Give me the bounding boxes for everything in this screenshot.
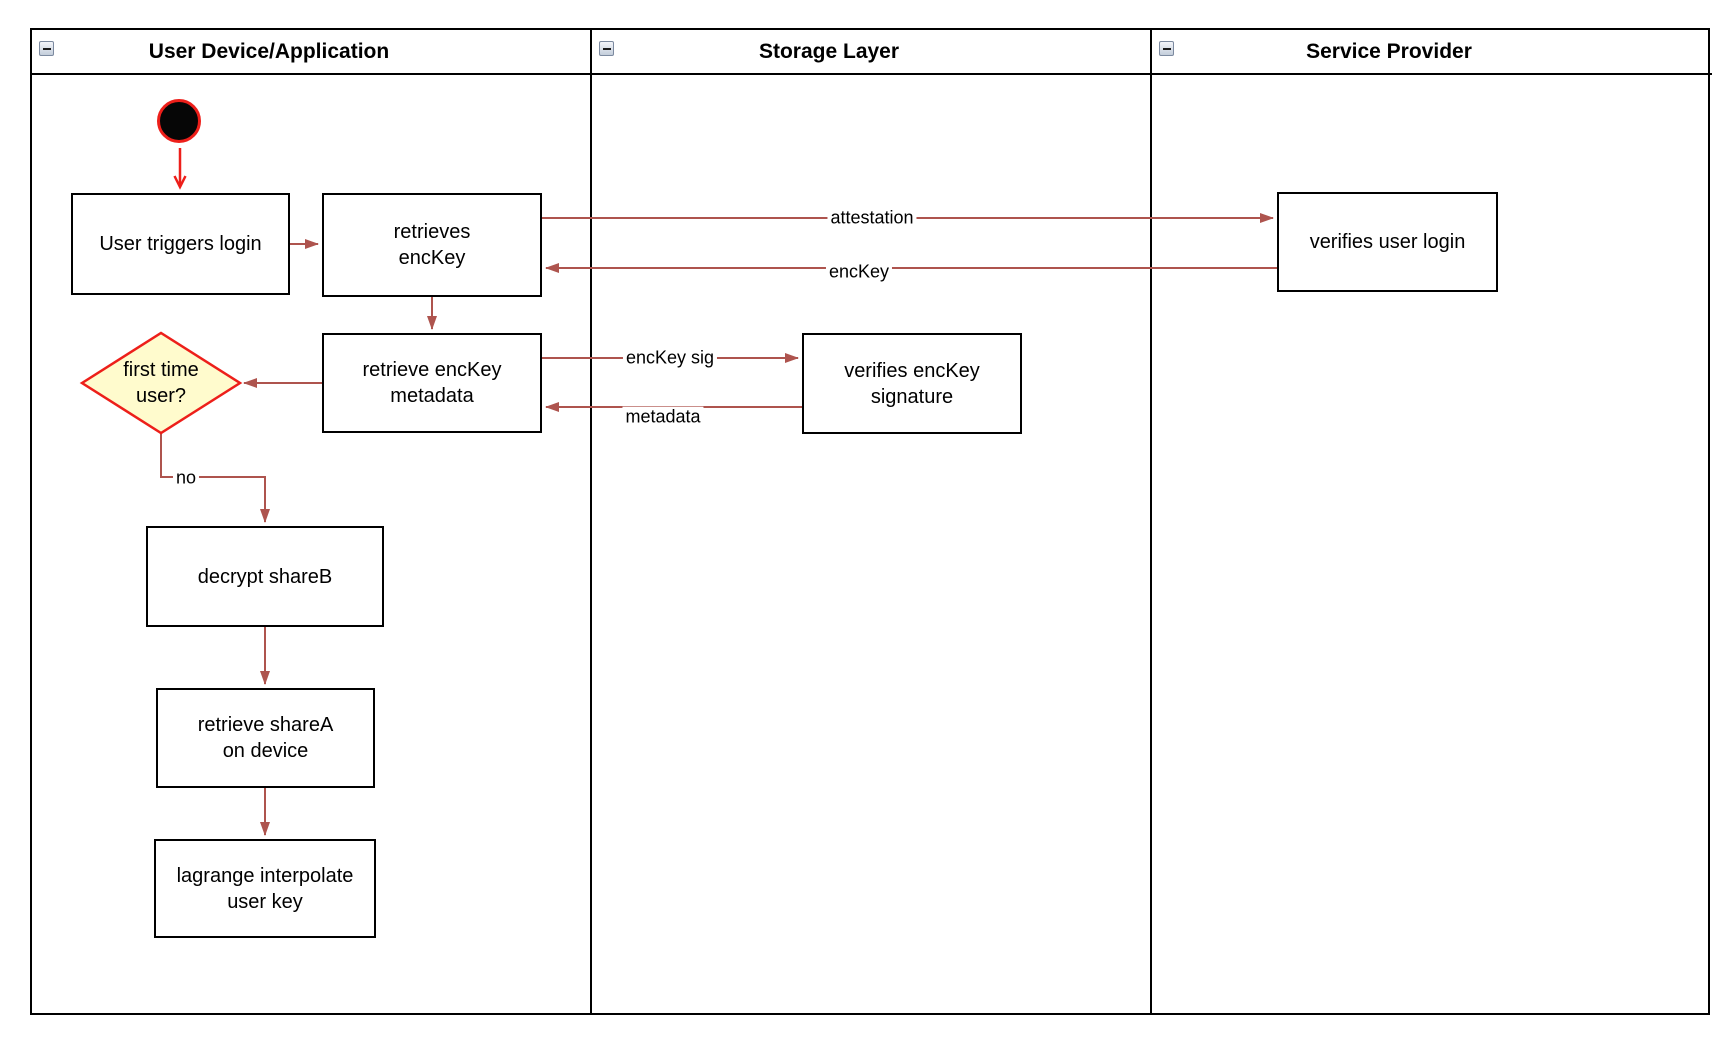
node-label: retrieves encKey — [393, 221, 471, 269]
edge-label-enckey-sig[interactable]: encKey sig — [622, 347, 718, 369]
node-label: retrieve shareA on device — [197, 714, 334, 762]
lane-title-service-provider: Service Provider — [1306, 39, 1472, 63]
node-retrieves-enckey[interactable]: retrieves encKey — [322, 193, 542, 297]
node-lagrange-interpolate[interactable]: lagrange interpolate user key — [154, 839, 376, 938]
node-label: User triggers login — [99, 233, 262, 255]
decision-diamond-shape[interactable] — [79, 331, 243, 435]
minus-icon — [602, 47, 611, 50]
collapse-lane-icon[interactable] — [599, 41, 614, 56]
node-label: verifies user login — [1309, 231, 1466, 253]
edge-label-attestation[interactable]: attestation — [827, 207, 917, 229]
node-verifies-user-login[interactable]: verifies user login — [1277, 192, 1498, 292]
initial-state-node[interactable] — [157, 99, 201, 143]
node-verifies-enckey-signature[interactable]: verifies encKey signature — [802, 333, 1022, 434]
collapse-lane-icon[interactable] — [1159, 41, 1174, 56]
lane-header-service-provider[interactable]: Service Provider — [1152, 30, 1712, 75]
edge-label-metadata[interactable]: metadata — [622, 406, 704, 428]
node-label: verifies encKey signature — [844, 359, 980, 408]
lane-title-user-device: User Device/Application — [148, 39, 390, 63]
node-decrypt-shareb[interactable]: decrypt shareB — [146, 526, 384, 627]
edge-label-no[interactable]: no — [172, 467, 200, 489]
minus-icon — [1162, 47, 1171, 50]
collapse-lane-icon[interactable] — [39, 41, 54, 56]
edge-no-branch[interactable] — [160, 433, 270, 523]
lane-title-storage-layer: Storage Layer — [758, 39, 900, 63]
node-label: lagrange interpolate user key — [176, 864, 354, 913]
lane-header-storage-layer[interactable]: Storage Layer — [592, 30, 1152, 75]
minus-icon — [42, 47, 51, 50]
edge-label-enckey[interactable]: encKey — [825, 261, 893, 283]
node-label: first time user? — [123, 359, 199, 407]
lane-divider-2 — [1150, 30, 1152, 1013]
node-retrieve-sharea[interactable]: retrieve shareA on device — [156, 688, 375, 788]
node-retrieve-enckey-metadata[interactable]: retrieve encKey metadata — [322, 333, 542, 433]
lane-header-user-device[interactable]: User Device/Application — [32, 30, 592, 75]
node-label: retrieve encKey metadata — [362, 359, 502, 407]
node-user-triggers-login[interactable]: User triggers login — [71, 193, 290, 295]
swimlane-pool: User Device/Application Storage Layer Se… — [30, 28, 1712, 1015]
lane-divider-1 — [590, 30, 592, 1013]
decision-first-time-user[interactable]: first time user? — [90, 351, 232, 415]
node-label: decrypt shareB — [197, 565, 333, 588]
